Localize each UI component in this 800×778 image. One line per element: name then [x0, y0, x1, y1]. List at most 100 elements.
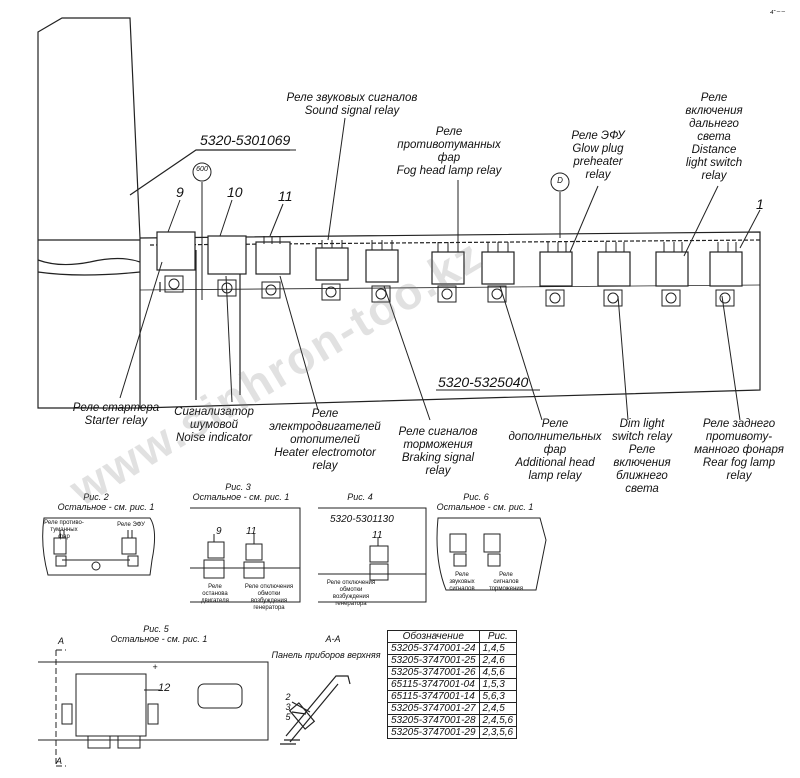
- main-panel-outline: [139, 231, 761, 409]
- relay-efu: [539, 251, 573, 287]
- label-heater-relay: Реле электродвигателей отопителей Heater…: [269, 408, 381, 472]
- left-panel-outline: [37, 17, 141, 409]
- table-cell: 53205-3747001-24: [387, 642, 480, 655]
- fig6-tiny-left: Реле звуковых сигналов: [449, 572, 475, 592]
- label-starter-relay: Реле стартера Starter relay: [72, 402, 160, 427]
- callout-600: [192, 162, 212, 182]
- table-header-row: Обозначение Рис.: [387, 630, 518, 643]
- relay-row: [156, 231, 743, 287]
- label-rearfog-relay: Реле заднего противоту- манного фонаря R…: [694, 418, 784, 482]
- callout-d: [550, 172, 570, 192]
- label-dim-relay: Dim light switch relay Реле включения бл…: [611, 418, 673, 495]
- label-additional-relay: Реле дополнительных фар Additional head …: [508, 418, 602, 482]
- table-cell: 65115-3747001-14: [387, 690, 480, 703]
- callout-d-text: D: [557, 176, 563, 185]
- fig2-title: Рис. 2: [83, 492, 109, 502]
- label-distance-relay: Реле включения дальнего света Distance l…: [685, 92, 743, 182]
- relay-fog: [431, 251, 465, 285]
- fig3-title: Рис. 3: [225, 482, 251, 492]
- table-cell: 65115-3747001-04: [387, 678, 480, 691]
- fig4-tiny: Реле отключения обмотки возбуждения гене…: [326, 580, 376, 607]
- label-noise-indicator: Сигнализатор шумовой Noise indicator: [174, 406, 254, 444]
- table-cell: 53205-3747001-27: [387, 702, 480, 715]
- relay-additional: [481, 251, 515, 285]
- code-panel: 5320-5325040: [438, 374, 529, 390]
- fig5-plus: +: [152, 662, 158, 672]
- table-header-fig: Рис.: [478, 630, 518, 643]
- fig6-title: Рис. 6: [463, 492, 489, 502]
- label-braking-relay: Реле сигналов торможения Braking signal …: [398, 426, 478, 477]
- code-top: 5320-5301069: [200, 132, 291, 148]
- relay-sound: [315, 247, 349, 281]
- fig4-title: Рис. 4: [347, 492, 373, 502]
- fig6-drawing: [436, 517, 547, 591]
- fig6-tiny-right: Реле сигналов торможения: [488, 572, 523, 592]
- part-11: 11: [278, 188, 293, 204]
- table-cell: 53205-3747001-25: [387, 654, 480, 667]
- table-cell: 2,4,5,6: [478, 714, 518, 727]
- fig3-part-9: 9: [216, 526, 222, 537]
- fig3-tiny-right: Реле отключения обмотки возбуждения гене…: [244, 584, 294, 611]
- section-panel-label: Панель приборов верхняя: [271, 650, 381, 660]
- section-aa-title: А-А: [325, 634, 341, 644]
- fig5-sub: Остальное - см. рис. 1: [110, 634, 208, 644]
- fig5-title: Рис. 5: [143, 624, 169, 634]
- relay-dim: [597, 251, 631, 287]
- part-10: 10: [227, 184, 243, 200]
- code-fig4: 5320-5301130: [330, 514, 394, 525]
- fig3-drawing: [190, 507, 301, 603]
- table-cell: 1,5,3: [478, 678, 518, 691]
- relay-distance: [655, 251, 689, 287]
- part-9: 9: [176, 184, 184, 200]
- relay-rearfog: [709, 251, 743, 287]
- section-mark-5: 5: [285, 712, 291, 722]
- table-cell: 2,4,6: [478, 654, 518, 667]
- label-efu-relay: Реле ЭФУ Glow plug preheater relay: [571, 130, 625, 181]
- fig2-tiny-right: Реле ЭФУ: [117, 522, 145, 528]
- fig6-sub: Остальное - см. рис. 1: [436, 502, 534, 512]
- fig4-drawing: [318, 507, 427, 603]
- callout-600-text: 600: [196, 166, 208, 173]
- part-12: 12: [158, 682, 171, 694]
- table-cell: 2,4,5: [478, 702, 518, 715]
- table-cell: 5,6,3: [478, 690, 518, 703]
- section-mark-2: 2: [285, 692, 291, 702]
- fig5-drawing: [38, 649, 269, 767]
- table-cell: 4,5,6: [478, 666, 518, 679]
- table-cell: 53205-3747001-26: [387, 666, 480, 679]
- section-mark-3: 3: [285, 702, 291, 712]
- relay-11: [255, 241, 291, 275]
- fig3-tiny-left: Реле останова двигателя: [201, 584, 229, 604]
- fig3-part-11: 11: [246, 526, 257, 537]
- fig2-tiny-left: Реле противо- туманных фар: [44, 520, 84, 540]
- part-1: 1: [756, 196, 764, 212]
- table-cell: 53205-3747001-29: [387, 726, 480, 739]
- relay-braking: [365, 249, 399, 283]
- section-arrow-top: А: [57, 636, 64, 646]
- fig4-part-11: 11: [372, 530, 383, 541]
- table-cell: 53205-3747001-28: [387, 714, 480, 727]
- section-arrow-bottom: А: [55, 756, 62, 766]
- corner-mark: ₄∙₋₋: [770, 5, 786, 15]
- table-header-designation: Обозначение: [387, 630, 480, 643]
- label-sound-relay: Реле звуковых сигналов Sound signal rela…: [286, 92, 418, 117]
- fig2-sub: Остальное - см. рис. 1: [57, 502, 155, 512]
- relay-9: [156, 231, 196, 271]
- fig2-drawing: [42, 517, 156, 576]
- relay-10: [207, 235, 247, 275]
- table-cell: 2,3,5,6: [478, 726, 518, 739]
- section-aa-drawing: [280, 675, 351, 745]
- table-cell: 1,4,5: [478, 642, 518, 655]
- label-fog-relay: Реле противотуманных фар Fog head lamp r…: [396, 126, 502, 177]
- fig3-sub: Остальное - см. рис. 1: [192, 492, 290, 502]
